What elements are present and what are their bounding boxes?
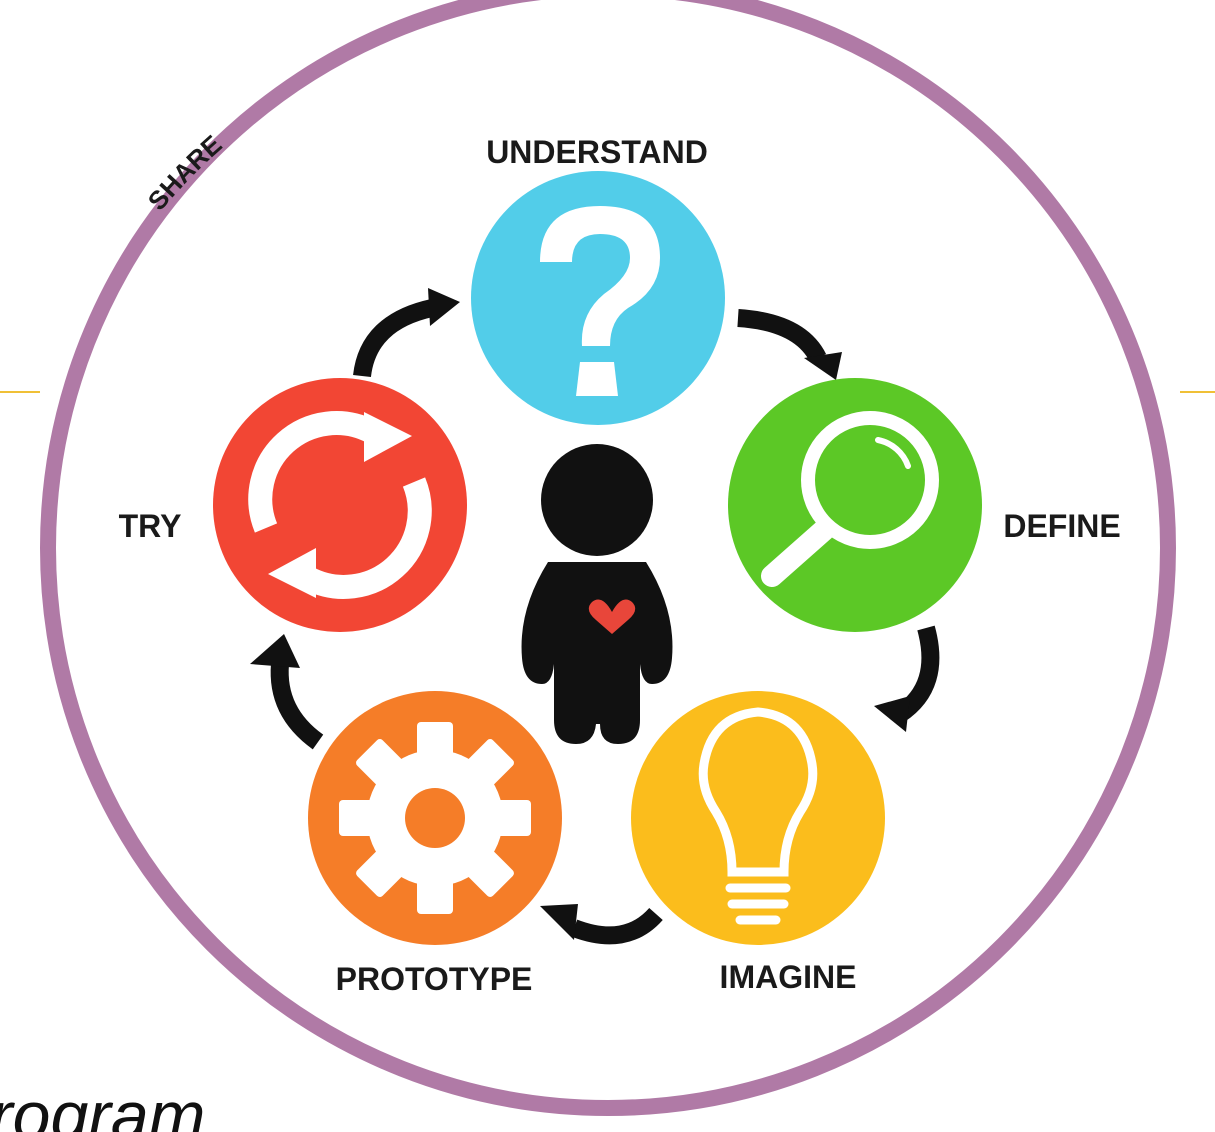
arrow-imagine-to-prototype	[540, 904, 663, 945]
arrow-try-to-understand	[353, 288, 460, 378]
label-understand: UNDERSTAND	[486, 134, 708, 170]
label-define: DEFINE	[1003, 508, 1120, 544]
stage-understand	[471, 171, 725, 425]
understand-circle	[471, 171, 725, 425]
lightbulb-icon	[698, 707, 818, 925]
stage-prototype	[308, 691, 562, 945]
cycle-arrows	[250, 288, 940, 945]
stage-try	[213, 378, 467, 632]
magnifying-glass-icon	[761, 411, 939, 587]
stage-imagine	[631, 691, 885, 945]
gear-icon	[339, 722, 531, 914]
arrow-define-to-imagine	[874, 625, 940, 732]
label-prototype: PROTOTYPE	[336, 961, 533, 997]
arrow-understand-to-define	[737, 309, 842, 380]
refresh-cycle-icon	[248, 411, 432, 599]
imagine-circle	[631, 691, 885, 945]
label-imagine: IMAGINE	[720, 959, 857, 995]
arrow-prototype-to-try	[250, 634, 324, 750]
heart-icon	[588, 599, 636, 634]
question-mark-icon	[540, 206, 660, 396]
slide-title-fragment: rogram	[0, 1078, 206, 1132]
person-with-heart-icon	[521, 444, 673, 744]
label-try: TRY	[119, 508, 182, 544]
stage-define	[728, 378, 982, 632]
